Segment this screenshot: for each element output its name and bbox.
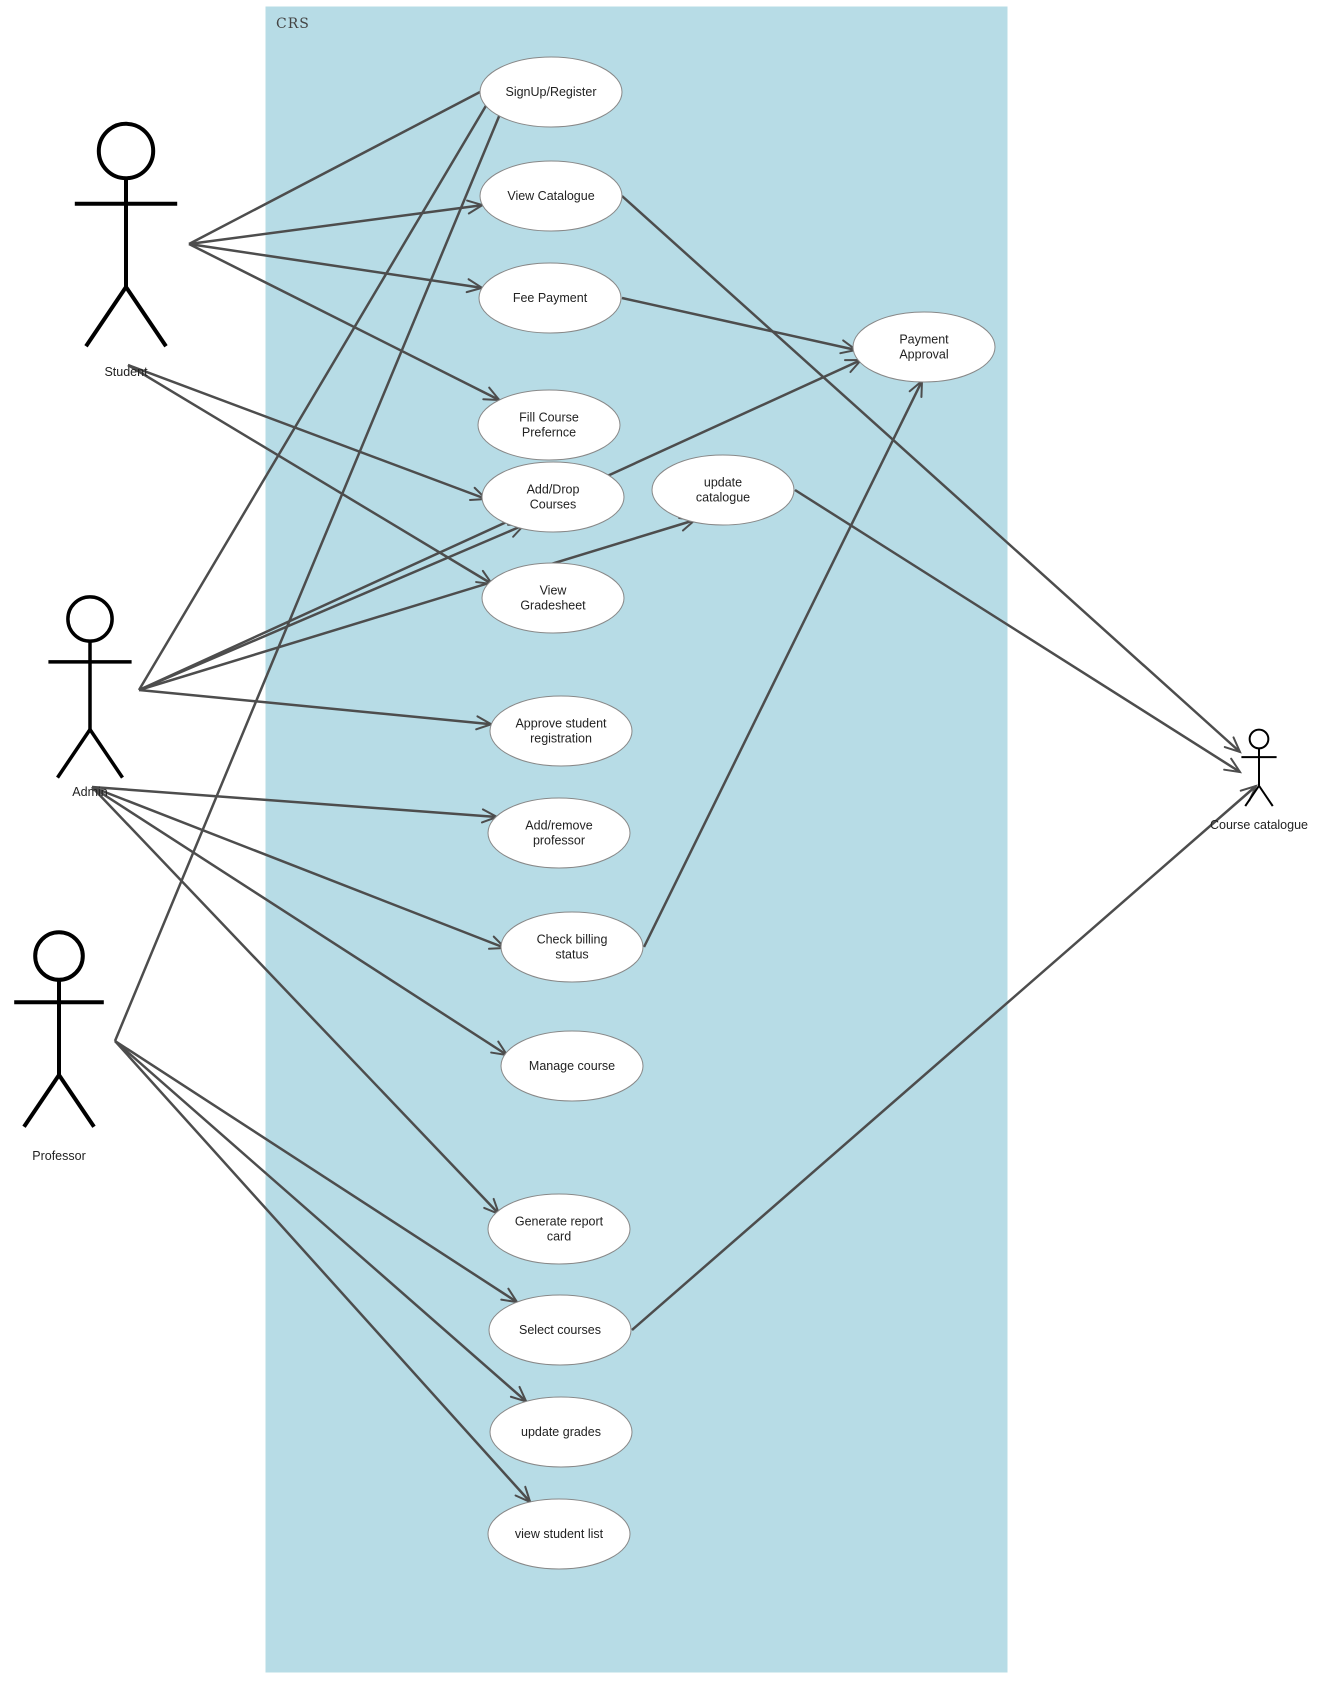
association-student-to-add-drop	[127, 363, 487, 501]
use-case-label: status	[555, 948, 588, 962]
actor-label: Professor	[32, 1149, 86, 1163]
use-case-label: Select courses	[519, 1323, 601, 1337]
use-case-label: view student list	[515, 1527, 604, 1541]
use-case-view-student-list[interactable]: view student list	[487, 1498, 631, 1570]
system-boundary	[265, 6, 1008, 1673]
stick-figure-icon	[48, 595, 132, 779]
association-professor-to-select-courses	[114, 1039, 518, 1304]
use-case-ellipse	[487, 1193, 631, 1265]
use-case-label: Prefernce	[522, 426, 576, 440]
arrowhead-catalogue	[1223, 757, 1243, 774]
association-select-courses-to-catalogue	[631, 785, 1257, 1331]
association-admin-to-approve-registration	[138, 688, 492, 726]
use-case-ellipse	[481, 461, 625, 533]
stick-figure-icon	[1241, 728, 1277, 807]
use-case-signup[interactable]: SignUp/Register	[479, 56, 623, 128]
use-case-label: Add/Drop	[527, 483, 580, 497]
use-case-label: Fee Payment	[513, 291, 588, 305]
use-case-label: Check billing	[537, 933, 608, 947]
association-admin-to-check-billing	[91, 785, 506, 950]
stick-figure-icon	[14, 930, 104, 1128]
use-case-ellipse	[651, 454, 795, 526]
use-case-label: Approval	[899, 348, 948, 362]
association-student-to-view-gradesheet	[127, 363, 493, 586]
actor-student[interactable]: Student	[74, 121, 178, 379]
association-view-catalogue-to-catalogue	[621, 195, 1241, 753]
use-case-select-courses[interactable]: Select courses	[488, 1294, 632, 1366]
use-case-ellipse	[487, 1498, 631, 1570]
association-admin-to-update-catalogue	[138, 518, 696, 692]
use-case-label: Payment	[899, 333, 949, 347]
association-fee-payment-to-payment-approval	[621, 296, 857, 352]
association-admin-to-manage-course	[91, 785, 508, 1057]
use-case-ellipse	[489, 1396, 633, 1468]
use-case-label: catalogue	[696, 491, 750, 505]
actor-label: Admin	[72, 785, 107, 799]
use-case-ellipse	[489, 695, 633, 767]
use-case-label: Gradesheet	[520, 599, 586, 613]
stick-figure-icon	[74, 121, 178, 348]
use-case-fee-payment[interactable]: Fee Payment	[478, 262, 622, 334]
use-case-label: Approve student	[515, 717, 607, 731]
use-case-ellipse	[478, 262, 622, 334]
use-case-ellipse	[852, 311, 996, 383]
use-case-ellipse	[487, 797, 631, 869]
actor-professor[interactable]: Professor	[14, 930, 104, 1163]
use-case-label: update grades	[521, 1425, 601, 1439]
use-case-view-catalogue[interactable]: View Catalogue	[479, 160, 623, 232]
actor-admin[interactable]: Admin	[48, 595, 132, 799]
actor-catalogue[interactable]: Course catalogue	[1210, 728, 1308, 832]
association-student-to-signup	[188, 90, 481, 246]
use-case-label: professor	[533, 834, 585, 848]
use-case-label: Add/remove	[525, 819, 592, 833]
use-case-label: View	[540, 584, 568, 598]
association-admin-to-add-remove-professor	[91, 785, 498, 819]
actor-label: Course catalogue	[1210, 818, 1308, 832]
use-case-label: Fill Course	[519, 411, 579, 425]
actor-label: Student	[104, 365, 148, 379]
association-professor-to-update-grades	[114, 1040, 528, 1403]
use-case-ellipse	[481, 562, 625, 634]
use-case-label: SignUp/Register	[505, 85, 596, 99]
association-student-to-view-catalogue	[188, 203, 483, 246]
association-admin-to-payment-approval	[138, 358, 862, 692]
association-professor-to-view-student-list	[114, 1040, 532, 1503]
association-student-to-fee-payment	[188, 242, 483, 290]
use-case-label: View Catalogue	[507, 189, 594, 203]
association-admin-to-add-drop	[138, 523, 525, 692]
use-case-label: Courses	[530, 498, 577, 512]
arrowhead-catalogue	[1223, 736, 1242, 754]
association-student-to-fill-preference	[188, 242, 500, 402]
use-case-update-grades[interactable]: update grades	[489, 1396, 633, 1468]
association-check-billing-to-payment-approval	[642, 380, 924, 948]
association-admin-to-signup	[137, 103, 489, 691]
use-case-ellipse	[500, 1030, 644, 1102]
use-case-ellipse	[477, 389, 621, 461]
use-case-ellipse	[479, 160, 623, 232]
association-professor-to-signup	[113, 113, 502, 1042]
association-admin-to-generate-report	[91, 786, 500, 1215]
use-case-ellipse	[479, 56, 623, 128]
use-case-label: update	[704, 476, 742, 490]
use-case-label: Generate report	[515, 1215, 604, 1229]
use-case-ellipse	[488, 1294, 632, 1366]
association-update-catalogue-to-catalogue	[794, 488, 1241, 774]
use-case-label: card	[547, 1230, 571, 1244]
use-case-label: registration	[530, 732, 592, 746]
use-case-ellipse	[500, 911, 644, 983]
use-case-manage-course[interactable]: Manage course	[500, 1030, 644, 1102]
system-title: CRS	[276, 16, 310, 32]
use-case-label: Manage course	[529, 1059, 615, 1073]
